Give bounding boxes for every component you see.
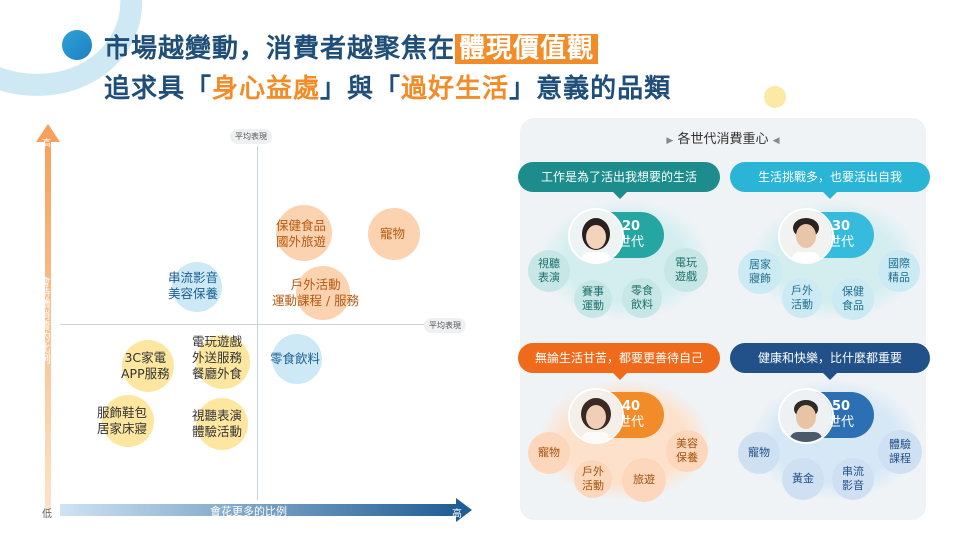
x-axis-label: 會花更多的比例	[210, 505, 287, 518]
gen20-suffix: 世代	[617, 235, 644, 250]
title-highlight-text: 過好生活	[401, 74, 510, 104]
gen40-heading: 無論生活甘苦，都要更善待自己	[518, 343, 720, 373]
gen40-item-2: 戶外 活動	[574, 460, 612, 498]
title-text: 市場越變動，消費者越聚焦在	[104, 34, 456, 64]
gen50-age: 50	[831, 399, 851, 414]
decorative-circle	[764, 86, 786, 108]
gen50-item-1: 寵物	[738, 432, 780, 474]
axis-low-label: 低	[42, 509, 52, 520]
title-text: 追求具「	[104, 74, 213, 104]
gen40-pointer-icon	[612, 372, 628, 380]
gen40-item-3: 旅遊	[622, 458, 666, 502]
gen50-item-2: 黃金	[782, 458, 824, 500]
page-title-line-1: 市場越變動，消費者越聚焦在體現價值觀	[104, 28, 599, 65]
bubble-pets	[368, 208, 420, 260]
triangle-left-icon: ◀	[772, 136, 780, 146]
title-text: 」與「	[320, 74, 402, 104]
bubble-label-outdoor: 戶外活動 運動課程 / 服務	[272, 277, 360, 308]
gen50-pointer-icon	[822, 372, 838, 380]
gen50-suffix: 世代	[827, 415, 854, 430]
gen30-item-1: 居家 寢飾	[738, 250, 782, 294]
bubble-electronics	[122, 340, 174, 392]
bubble-label-snacks: 零食飲料	[270, 351, 321, 366]
average-tag-top: 平均表現	[230, 129, 272, 144]
bubble-audiovisual	[196, 398, 248, 450]
bubble-label-streaming-beauty: 串流影音 美容保養	[168, 270, 219, 301]
bubble-outdoor	[296, 266, 350, 320]
gen30-item-4: 國際 精品	[878, 250, 920, 292]
title-bullet-icon	[62, 30, 92, 60]
bubble-label-health-travel: 保健食品 國外旅遊	[276, 218, 327, 249]
gen50-avatar	[778, 388, 834, 444]
x-axis-high-label: 高	[452, 509, 462, 520]
gen30-suffix: 世代	[827, 235, 854, 250]
gen40-age: 40	[621, 399, 641, 414]
title-highlight-box: 體現價值觀	[455, 34, 599, 64]
x-axis-bar	[60, 504, 460, 516]
gen40-item-1: 寵物	[528, 432, 570, 474]
bubble-health-travel	[276, 205, 332, 261]
average-tag-right: 平均表現	[424, 318, 466, 333]
triangle-right-icon: ▶	[666, 136, 674, 146]
title-text: 」意義的品類	[509, 74, 672, 104]
gen20-avatar	[568, 208, 624, 264]
bubble-label-gaming-delivery: 電玩遊戲 外送服務 餐廳外食	[192, 334, 243, 381]
y-axis-label: 會持續消費的比例	[38, 276, 51, 364]
y-axis-arrow-icon	[36, 124, 60, 142]
gen40-item-4: 美容 保養	[666, 430, 708, 472]
gen30-item-3: 保健 食品	[832, 278, 874, 320]
bubble-label-electronics: 3C家電 APP服務	[121, 350, 170, 381]
gen30-avatar	[778, 208, 834, 264]
gen50-heading: 健康和快樂，比什麼都重要	[730, 343, 930, 373]
panel-title-text: 各世代消費重心	[677, 132, 769, 147]
gen30-pointer-icon	[822, 191, 838, 199]
y-axis-high-label: 高	[42, 139, 52, 149]
gen50-item-4: 體驗 課程	[878, 430, 922, 474]
gen30-item-2: 戶外 活動	[782, 278, 822, 318]
bubble-apparel-home	[102, 395, 154, 447]
bubble-gaming-delivery	[196, 335, 250, 389]
bubble-streaming-beauty	[172, 262, 222, 312]
gen20-item-2: 賽事 運動	[574, 280, 612, 318]
horizontal-average-line	[60, 324, 460, 325]
gen30-heading: 生活挑戰多，也要活出自我	[730, 162, 930, 192]
gen40-avatar	[568, 388, 624, 444]
gen20-item-1: 視聽 表演	[528, 250, 570, 292]
gen20-item-3: 零食 飲料	[622, 278, 662, 318]
gen20-heading: 工作是為了活出我想要的生活	[518, 162, 720, 192]
vertical-average-line	[257, 146, 258, 500]
bubble-label-apparel-home: 服飾鞋包 居家床寢	[97, 405, 148, 436]
page-title-line-2: 追求具「身心益處」與「過好生活」意義的品類	[104, 68, 671, 105]
gen20-pointer-icon	[612, 191, 628, 199]
gen50-item-3: 串流 影音	[832, 458, 874, 500]
bubble-label-audiovisual: 視聽表演 體驗活動	[192, 408, 243, 439]
gen30-age: 30	[831, 219, 851, 234]
gen40-suffix: 世代	[617, 415, 644, 430]
bubble-snacks	[272, 334, 322, 384]
y-axis-bar	[45, 140, 51, 510]
x-axis-arrow-icon	[456, 498, 472, 522]
panel-title: ▶ 各世代消費重心 ◀	[520, 128, 926, 147]
gen20-item-4: 電玩 遊戲	[664, 248, 708, 292]
gen20-age: 20	[621, 219, 641, 234]
title-highlight-text: 身心益處	[212, 74, 321, 104]
bubble-label-pets: 寵物	[380, 226, 406, 241]
